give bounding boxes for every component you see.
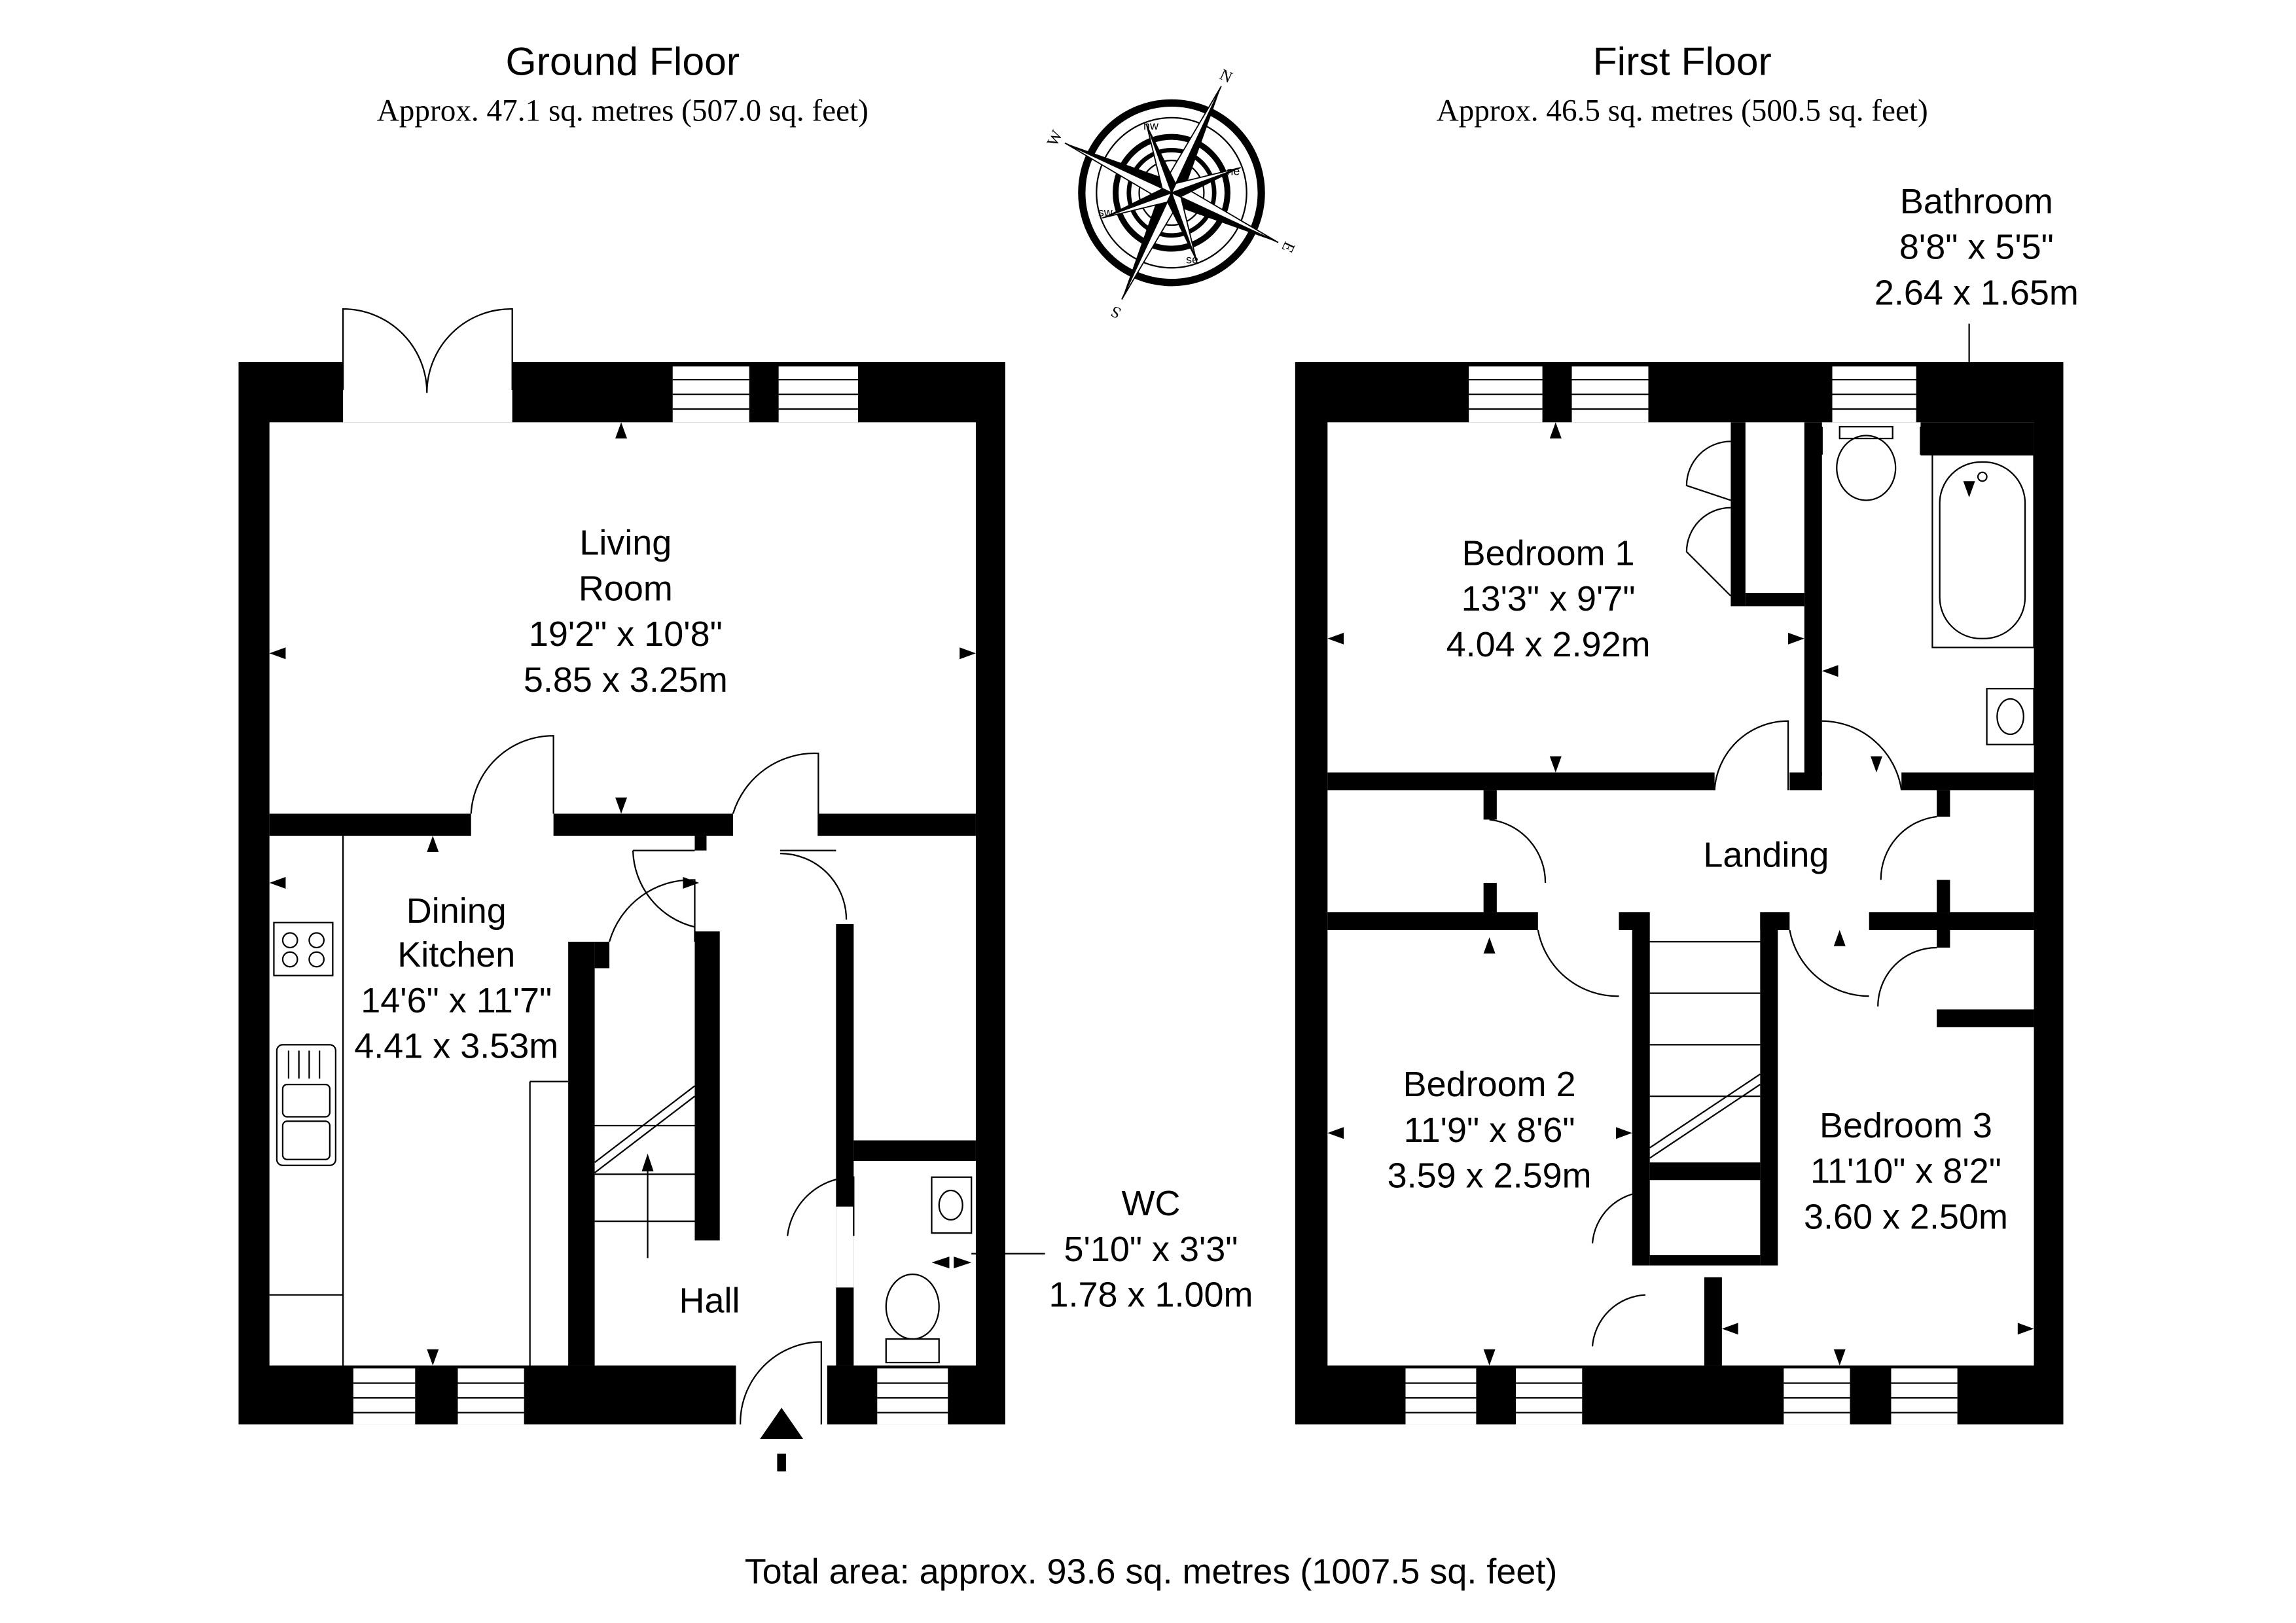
kitchen-metric: 4.41 x 3.53m bbox=[354, 1027, 558, 1066]
bedroom2-imperial: 11'9" x 8'6" bbox=[1404, 1111, 1575, 1150]
bathroom-name: Bathroom bbox=[1900, 182, 2053, 221]
compass-se-label: se bbox=[1186, 253, 1198, 266]
kitchen-name-2: Kitchen bbox=[397, 935, 515, 974]
first-floor-title: First Floor bbox=[1593, 39, 1772, 84]
ground-floor-area: Approx. 47.1 sq. metres (507.0 sq. feet) bbox=[377, 94, 869, 128]
ground-floor-title: Ground Floor bbox=[506, 39, 740, 84]
living-room-name: Living bbox=[579, 524, 672, 563]
bathroom-metric: 2.64 x 1.65m bbox=[1874, 273, 2079, 312]
bedroom1-name: Bedroom 1 bbox=[1462, 533, 1635, 573]
bathroom-imperial: 8'8" x 5'5" bbox=[1899, 228, 2054, 267]
bedroom3-metric: 3.60 x 2.50m bbox=[1804, 1197, 2008, 1236]
compass-nw-label: nw bbox=[1143, 119, 1159, 132]
compass-e-label: E bbox=[1278, 239, 1299, 255]
kitchen-name: Dining bbox=[406, 891, 507, 931]
first-floor-plan: Bathroom 8'8" x 5'5" 2.64 x 1.65m Bedroo… bbox=[1295, 182, 2079, 1425]
compass-ne-label: ne bbox=[1227, 165, 1240, 178]
bedroom3-imperial: 11'10" x 8'2" bbox=[1810, 1152, 2001, 1191]
bedroom3-name: Bedroom 3 bbox=[1820, 1106, 1992, 1145]
first-floor-area: Approx. 46.5 sq. metres (500.5 sq. feet) bbox=[1437, 94, 1928, 128]
wc-name: WC bbox=[1122, 1184, 1181, 1223]
ground-floor-plan: Living Room 19'2" x 10'8" 5.85 x 3.25m D… bbox=[238, 308, 1253, 1472]
compass-w-label: W bbox=[1044, 128, 1067, 149]
bedroom1-metric: 4.04 x 2.92m bbox=[1446, 625, 1651, 664]
living-room-imperial: 19'2" x 10'8" bbox=[529, 615, 723, 654]
compass-s-label: S bbox=[1108, 302, 1124, 321]
kitchen-imperial: 14'6" x 11'7" bbox=[361, 981, 552, 1020]
compass-sw-label: sw bbox=[1098, 206, 1113, 219]
hall-name: Hall bbox=[679, 1281, 740, 1321]
bedroom1-imperial: 13'3" x 9'7" bbox=[1462, 579, 1636, 618]
total-area: Total area: approx. 93.6 sq. metres (100… bbox=[745, 1552, 1558, 1591]
living-room-name-2: Room bbox=[579, 569, 673, 608]
wc-imperial: 5'10" x 3'3" bbox=[1064, 1230, 1238, 1269]
landing-name: Landing bbox=[1703, 835, 1829, 874]
bedroom2-metric: 3.59 x 2.59m bbox=[1388, 1156, 1592, 1195]
compass-n-label: N bbox=[1217, 66, 1235, 87]
bedroom2-name: Bedroom 2 bbox=[1403, 1065, 1576, 1104]
wc-metric: 1.78 x 1.00m bbox=[1049, 1275, 1253, 1315]
living-room-metric: 5.85 x 3.25m bbox=[524, 660, 728, 700]
compass-rose-icon: N S E W nw ne sw se bbox=[1044, 66, 1299, 322]
